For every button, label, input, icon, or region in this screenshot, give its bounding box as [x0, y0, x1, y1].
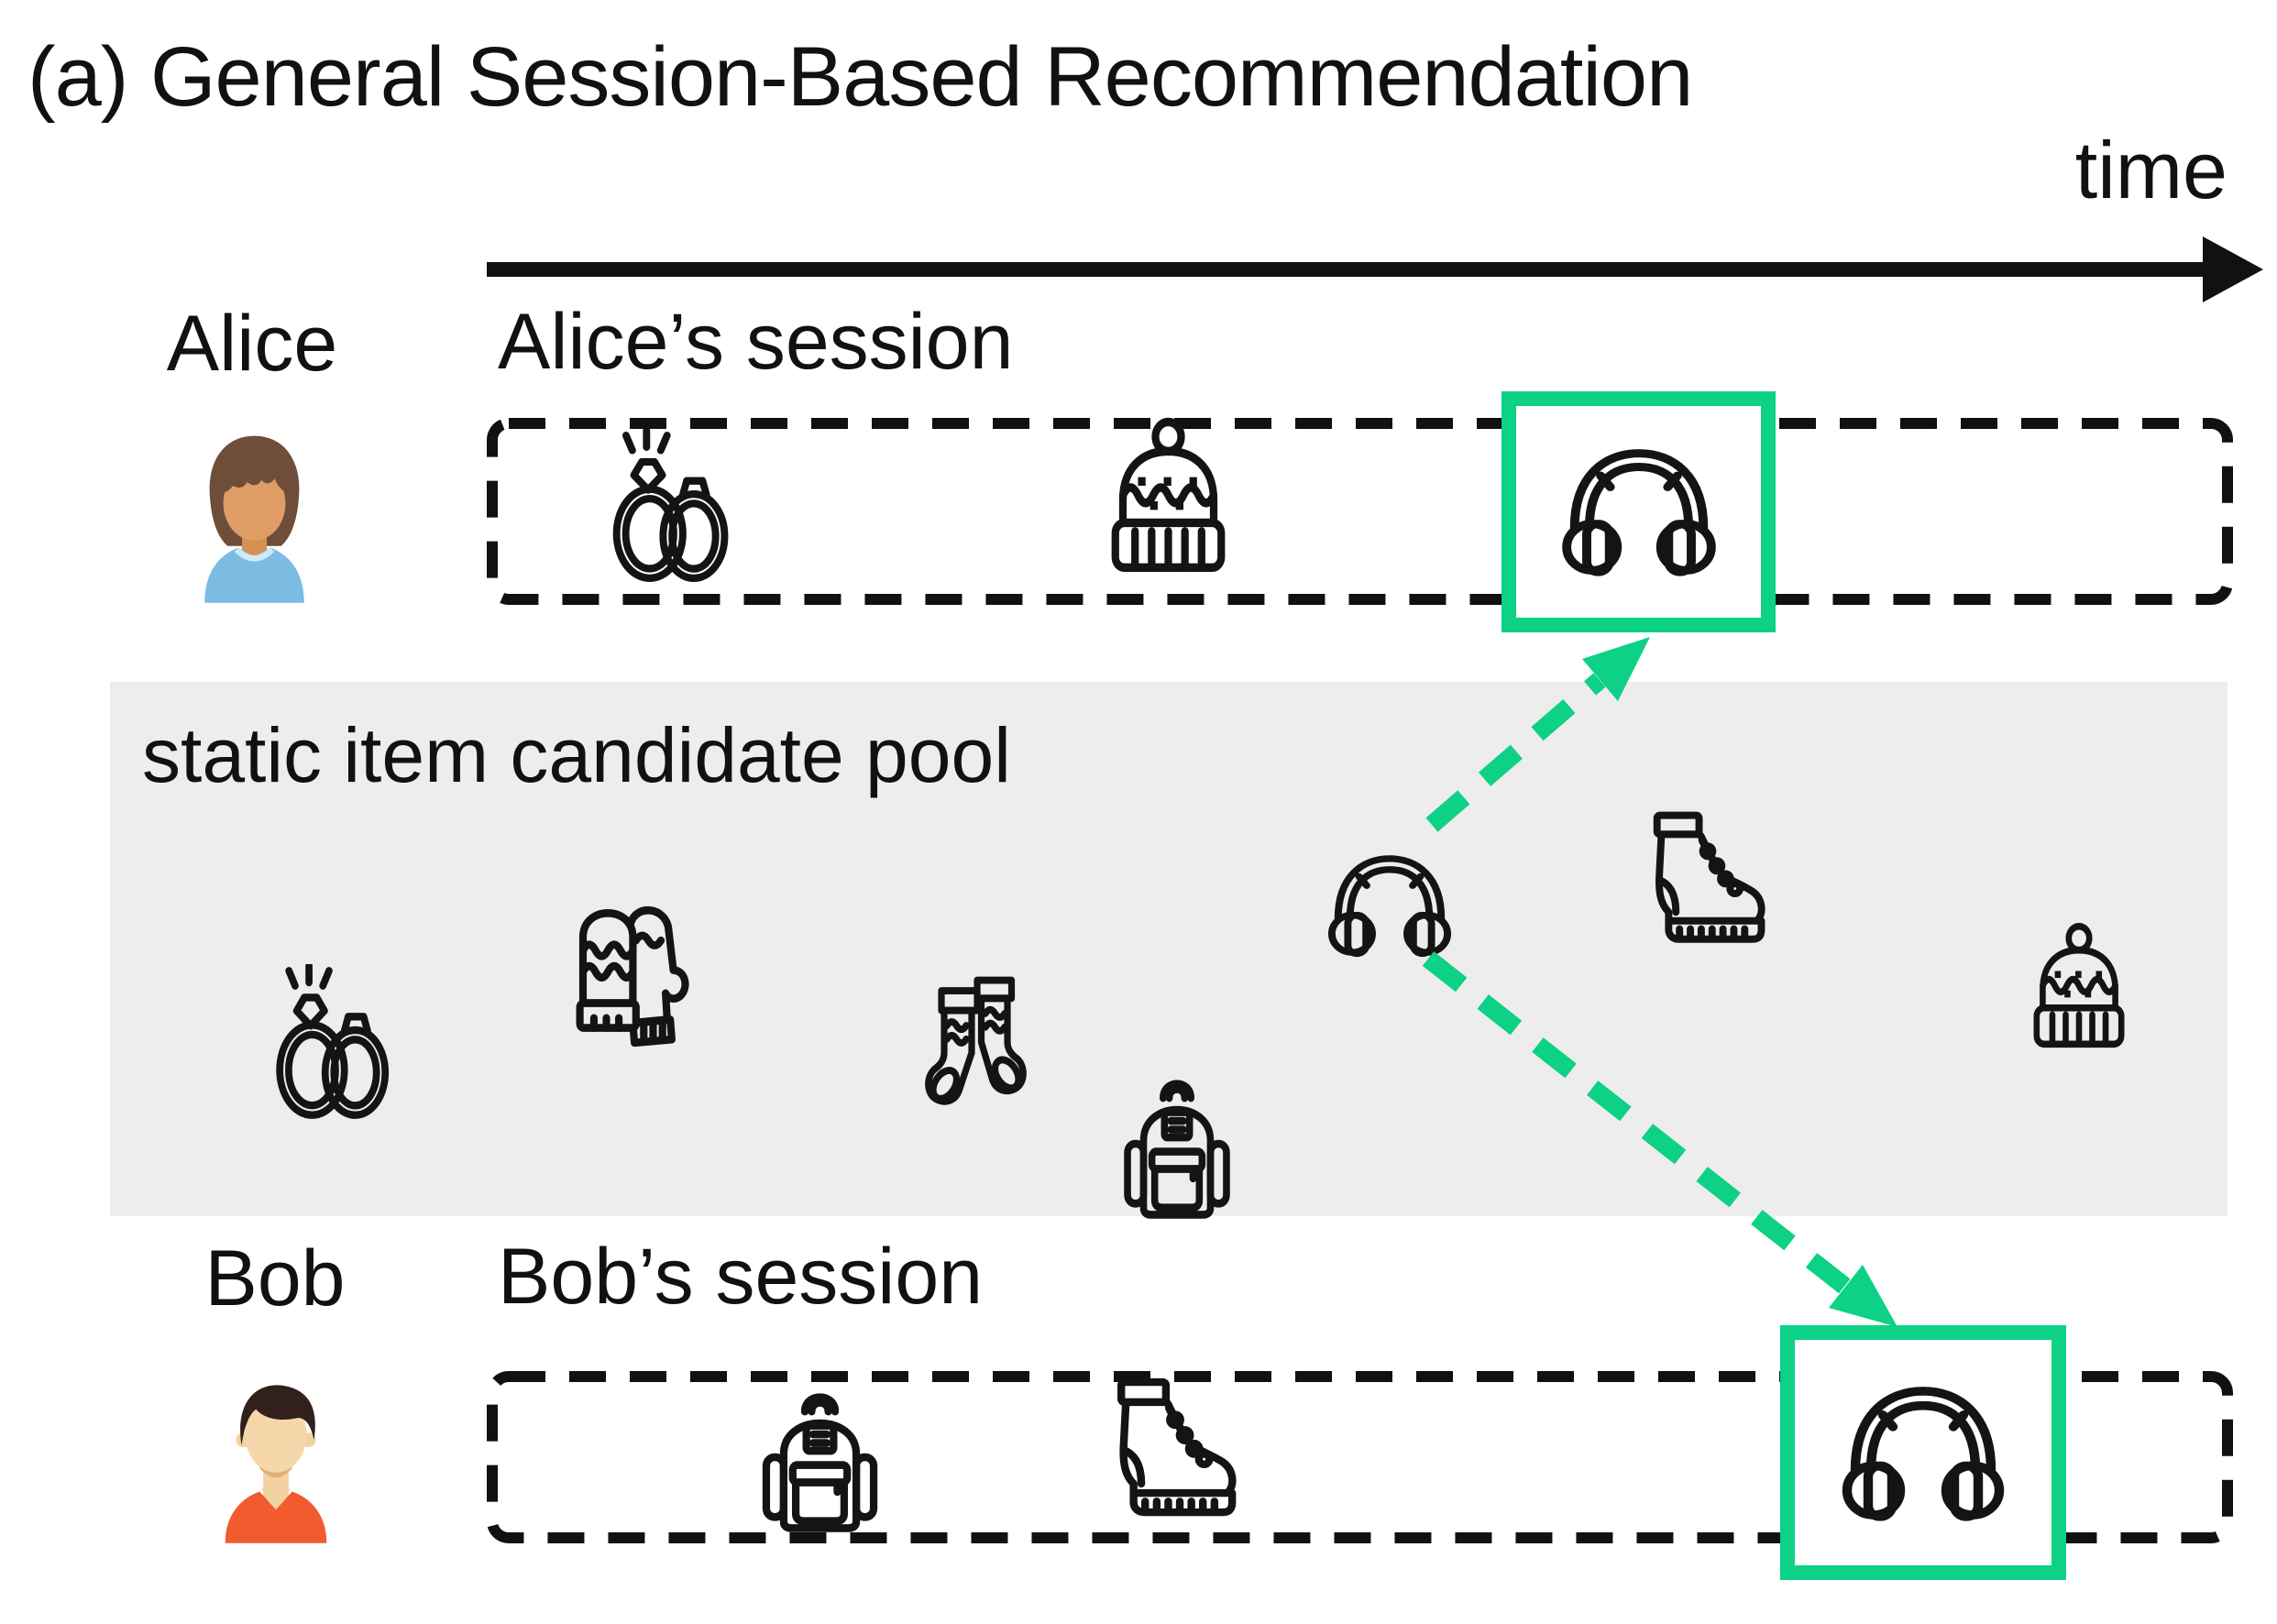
socks-icon [906, 970, 1043, 1121]
alice-session-box [487, 418, 2233, 605]
bob-session-title: Bob’s session [498, 1233, 984, 1321]
alice-recommended-item-box [1502, 391, 1776, 632]
boot-icon [1098, 1373, 1252, 1527]
alice-avatar [204, 435, 304, 603]
alice-session-title: Alice’s session [498, 298, 1014, 386]
bob-session-box [487, 1371, 2233, 1543]
mittens-icon [536, 884, 692, 1049]
bob-avatar [225, 1385, 327, 1543]
backpack-icon [1107, 1065, 1247, 1223]
backpack-icon [744, 1378, 896, 1536]
alice-name-label: Alice [166, 300, 338, 388]
bob-name-label: Bob [204, 1234, 346, 1322]
rings-icon [598, 429, 755, 594]
beanie-icon [2018, 920, 2140, 1059]
figure-title: (a) General Session-Based Recommendation [28, 30, 1693, 124]
bob-recommended-item-box [1780, 1325, 2066, 1580]
candidate-pool-label: static item candidate pool [142, 712, 1011, 798]
beanie-icon [1093, 414, 1244, 587]
earmuffs-icon [1832, 1368, 2015, 1538]
earmuffs-icon [1320, 841, 1459, 970]
time-arrow-icon [487, 236, 2263, 302]
time-axis-label: time [2074, 125, 2228, 215]
rings-icon [261, 964, 415, 1131]
earmuffs-icon [1552, 432, 1726, 592]
boot-icon [1635, 807, 1780, 953]
